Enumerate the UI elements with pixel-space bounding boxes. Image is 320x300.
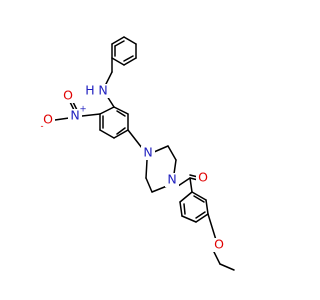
bond-4 xyxy=(111,57,125,66)
bond-47 xyxy=(219,263,235,271)
amine-n-label: N xyxy=(98,83,107,98)
ether-o-label: O xyxy=(214,237,224,252)
bond-18 xyxy=(116,110,126,117)
bond-21 xyxy=(81,113,101,117)
nitro-o-left-label: O xyxy=(43,112,53,127)
bond-3 xyxy=(123,57,137,66)
bond-12 xyxy=(113,106,129,115)
bond-14 xyxy=(113,129,129,139)
amine-h-label: H xyxy=(85,83,94,98)
nitro-n-charge: + xyxy=(79,105,86,115)
bond-32 xyxy=(177,177,191,187)
bond-45 xyxy=(207,213,217,241)
nitro-o-top-label: O xyxy=(63,88,73,103)
bond-1 xyxy=(123,36,137,45)
bond-15 xyxy=(99,129,115,139)
piperazine-n-top-label: N xyxy=(143,145,152,160)
bond-26 xyxy=(153,145,169,153)
piperazine-n-bottom-label: N xyxy=(167,172,176,187)
bond-35 xyxy=(189,177,193,193)
amine-n-bg xyxy=(96,84,110,98)
atom-label-layer: N H N + O O - N N O O xyxy=(40,83,226,252)
bond-28 xyxy=(173,159,177,175)
bond-38 xyxy=(181,215,197,223)
ether-o-bg xyxy=(212,238,226,252)
bond-23 xyxy=(72,101,78,111)
bond-24 xyxy=(54,117,70,121)
nitro-o-left-bg xyxy=(41,113,55,127)
bond-7 xyxy=(123,55,134,62)
bond-6 xyxy=(114,40,125,47)
bond-19 xyxy=(116,127,126,135)
nitro-o-top-bg xyxy=(61,89,75,103)
bond-25 xyxy=(127,129,143,149)
nitro-n-bg xyxy=(68,109,82,123)
amine-h-bg xyxy=(84,84,95,98)
bond-30 xyxy=(145,177,153,193)
piperazine-n-top-bg xyxy=(141,146,155,160)
bond-43 xyxy=(195,211,206,219)
bond-29 xyxy=(151,185,168,193)
bond-17 xyxy=(99,106,115,115)
bond-36 xyxy=(179,191,193,203)
bond-40 xyxy=(205,199,209,215)
bond-44 xyxy=(193,195,205,203)
bond-39 xyxy=(195,213,209,223)
bond-42 xyxy=(183,203,186,215)
bond-0 xyxy=(111,36,125,45)
piperazine-n-bottom-bg xyxy=(165,173,179,187)
nitro-n-label: N xyxy=(70,108,79,123)
bond-46 xyxy=(213,251,221,265)
chemical-structure-diagram: N H N + O O - N N O O xyxy=(40,36,235,271)
bond-27 xyxy=(167,145,177,161)
nitro-o-left-charge: - xyxy=(40,122,43,132)
carbonyl-o-label: O xyxy=(198,170,208,185)
bond-22 xyxy=(69,101,75,111)
bond-10 xyxy=(105,71,113,85)
bond-41 xyxy=(191,191,207,201)
bond-37 xyxy=(179,201,183,217)
carbonyl-o-bg xyxy=(196,171,210,185)
bond-31 xyxy=(145,159,148,179)
